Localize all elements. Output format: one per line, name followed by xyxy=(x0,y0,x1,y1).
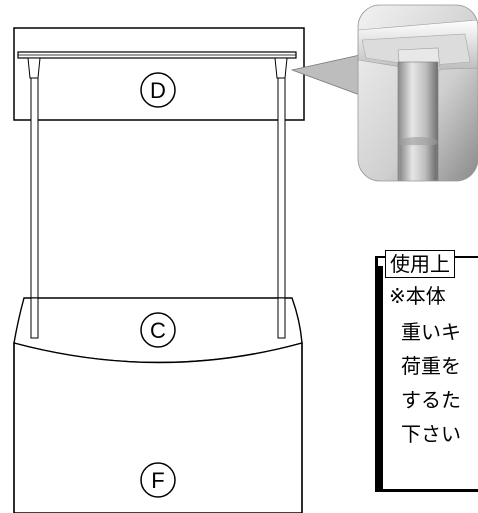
zoom-photo xyxy=(358,5,478,181)
label-f: F xyxy=(140,462,176,498)
left-pole-cap xyxy=(27,57,41,79)
right-pole-cap xyxy=(274,57,288,79)
notice-line-3: 荷重を xyxy=(401,354,461,378)
svg-text:F: F xyxy=(151,468,164,493)
usage-notice-box: 使用上 ※本体 重いキ 荷重を するた 下さい xyxy=(375,250,478,492)
notice-shadow xyxy=(375,266,383,492)
svg-text:D: D xyxy=(150,78,166,103)
notice-line-4: するた xyxy=(401,388,461,412)
notice-line-2: 重いキ xyxy=(401,320,461,344)
svg-text:C: C xyxy=(150,318,166,343)
label-c: C xyxy=(140,312,176,348)
notice-title: 使用上 xyxy=(385,250,455,278)
notice-line-1: ※本体 xyxy=(389,284,446,308)
label-d: D xyxy=(140,72,176,108)
notice-line-5: 下さい xyxy=(401,422,461,446)
